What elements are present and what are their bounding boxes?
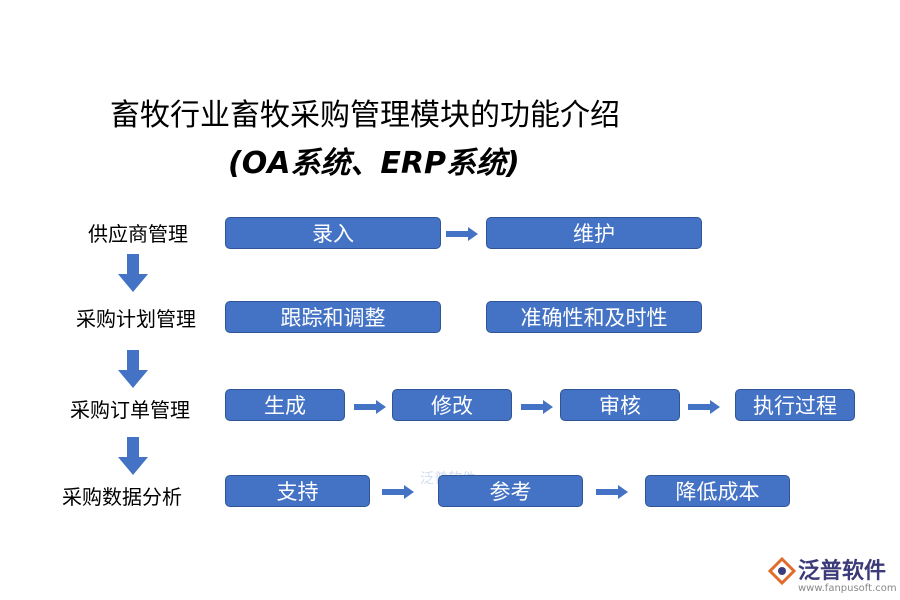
right-arrow bbox=[354, 400, 386, 414]
row-label-analysis: 采购数据分析 bbox=[62, 485, 182, 509]
step-modify: 修改 bbox=[392, 389, 512, 421]
right-arrow bbox=[688, 400, 720, 414]
logo-name: 泛普软件 bbox=[798, 559, 887, 584]
step-maintain: 维护 bbox=[486, 217, 702, 249]
step-execution: 执行过程 bbox=[735, 389, 855, 421]
down-arrow-2 bbox=[118, 350, 148, 388]
step-support: 支持 bbox=[225, 475, 370, 507]
step-generate: 生成 bbox=[225, 389, 345, 421]
down-arrow-1 bbox=[118, 254, 148, 292]
right-arrow bbox=[521, 400, 553, 414]
step-review: 审核 bbox=[560, 389, 680, 421]
logo-icon bbox=[768, 557, 796, 585]
step-reduce-cost: 降低成本 bbox=[645, 475, 790, 507]
right-arrow bbox=[382, 485, 414, 499]
title-line2: (OA系统、ERP系统) bbox=[228, 146, 520, 181]
brand-logo: 泛普软件 www.fanpusoft.com bbox=[768, 553, 897, 597]
row-label-plan: 采购计划管理 bbox=[76, 307, 196, 331]
step-reference: 参考 bbox=[438, 475, 583, 507]
right-arrow bbox=[596, 485, 628, 499]
down-arrow-3 bbox=[118, 437, 148, 475]
step-track-adjust: 跟踪和调整 bbox=[225, 301, 441, 333]
right-arrow bbox=[446, 227, 478, 241]
title-line1: 畜牧行业畜牧采购管理模块的功能介绍 bbox=[110, 98, 620, 133]
step-entry: 录入 bbox=[225, 217, 441, 249]
row-label-order: 采购订单管理 bbox=[70, 398, 190, 422]
row-label-supplier: 供应商管理 bbox=[88, 222, 188, 246]
logo-url: www.fanpusoft.com bbox=[798, 583, 897, 594]
step-accuracy-timeliness: 准确性和及时性 bbox=[486, 301, 702, 333]
